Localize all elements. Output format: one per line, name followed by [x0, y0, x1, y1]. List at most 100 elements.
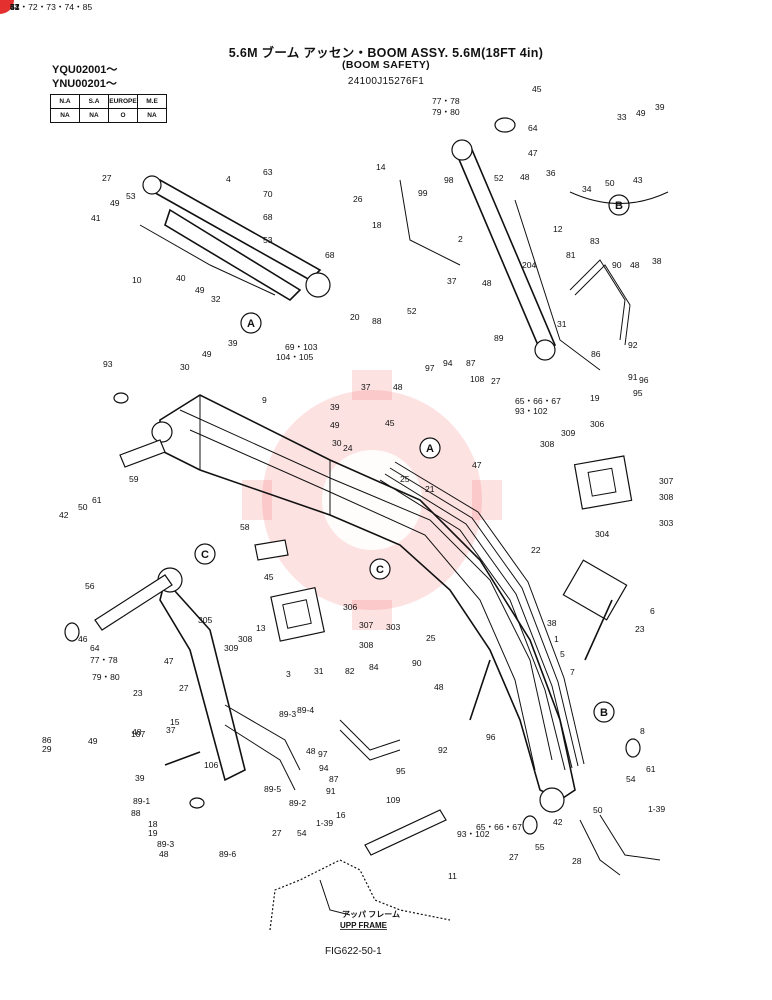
- callout-label: 64: [90, 643, 100, 653]
- callout-label: 19: [590, 393, 600, 403]
- callout-label: 48: [393, 382, 403, 392]
- callout-label: 8: [640, 726, 645, 736]
- ref-marker-a1: A: [240, 312, 262, 334]
- callout-label: 89-5: [264, 784, 281, 794]
- callout-label: 1-39: [316, 818, 333, 828]
- callout-label: 59: [129, 474, 139, 484]
- callout-label: 92: [628, 340, 638, 350]
- figure-number: FIG622-50-1: [325, 946, 382, 957]
- pins-drawing: [64, 117, 641, 856]
- upper-frame-drawing: [269, 859, 451, 931]
- callout-label: 30: [180, 362, 190, 372]
- ref-marker-c1: C: [194, 543, 216, 565]
- callout-label: 27: [272, 828, 282, 838]
- ref-marker-b2-label: B: [600, 707, 608, 719]
- callout-label: 308: [359, 640, 374, 650]
- callout-label: 48: [159, 849, 169, 859]
- callout-label: 53: [263, 235, 273, 245]
- callout-label: 62: [10, 2, 20, 12]
- callout-label: 49: [636, 108, 646, 118]
- callout-label: 97: [318, 749, 328, 759]
- callout-label: 27: [179, 683, 189, 693]
- diagram-subtitle: (BOOM SAFETY): [342, 59, 430, 71]
- callout-label: 56: [85, 581, 95, 591]
- callout-label: 11: [448, 871, 457, 881]
- callout-label: 55: [535, 842, 545, 852]
- callout-label: 64: [528, 123, 538, 133]
- callout-label: 49: [330, 420, 340, 430]
- callout-label: 309: [561, 428, 576, 438]
- callout-label: 24: [343, 443, 353, 453]
- callout-label: 93: [103, 359, 113, 369]
- region-value-sa: NA: [79, 108, 109, 123]
- callout-label: 19: [148, 828, 158, 838]
- callout-label: 89-4: [297, 705, 314, 715]
- callout-label: 81: [566, 250, 576, 260]
- callout-label: 42: [553, 817, 563, 827]
- callout-label: 39: [655, 102, 665, 112]
- callout-label: 23: [635, 624, 645, 634]
- callout-label: 54: [626, 774, 636, 784]
- callout-label: 48: [306, 746, 316, 756]
- callout-label: 104・105: [276, 352, 313, 362]
- callout-label: 68: [325, 250, 335, 260]
- callout-label: 89-6: [219, 849, 236, 859]
- callout-label: 36: [546, 168, 556, 178]
- callout-label: 22: [531, 545, 541, 555]
- callout-label: 91: [326, 786, 336, 796]
- callout-label: 52: [494, 173, 504, 183]
- region-value-na: NA: [50, 108, 80, 123]
- callout-label: 49: [88, 736, 98, 746]
- callout-label: 95: [633, 388, 643, 398]
- callout-label: 34: [582, 184, 592, 194]
- callout-label: 50: [605, 178, 615, 188]
- callout-label: 94: [319, 763, 329, 773]
- callout-label: 33: [617, 112, 627, 122]
- callout-label: 1: [554, 634, 559, 644]
- serial-range-1: YQU02001～: [52, 64, 118, 76]
- callout-label: 41: [91, 213, 101, 223]
- callout-label: 61: [92, 495, 102, 505]
- guard-covers-drawing: [270, 455, 633, 642]
- ref-marker-b1: B: [608, 194, 630, 216]
- callout-label: 27: [491, 376, 501, 386]
- callout-label: 303: [659, 518, 674, 528]
- ref-marker-c1-label: C: [201, 549, 209, 561]
- callout-label: 99: [418, 188, 428, 198]
- callout-label: 308: [540, 439, 555, 449]
- callout-label: 14: [376, 162, 386, 172]
- callout-label: 3: [286, 669, 291, 679]
- ref-marker-a1-label: A: [247, 318, 255, 330]
- callout-label: 107: [131, 729, 146, 739]
- callout-label: 49: [195, 285, 205, 295]
- callout-label: 97: [425, 363, 435, 373]
- upp-frame-jp-label: アッパ フレーム: [342, 909, 400, 919]
- assembly-part-number: 24100J15276F1: [347, 76, 425, 87]
- callout-label: 109: [386, 795, 401, 805]
- callout-label: 49: [202, 349, 212, 359]
- callout-label: 48: [434, 682, 444, 692]
- callout-label: 15: [170, 717, 180, 727]
- callout-label: 87: [329, 774, 339, 784]
- callout-label: 37: [361, 382, 371, 392]
- ref-marker-b2: B: [593, 701, 615, 723]
- callout-label: 5: [560, 649, 565, 659]
- serial-range-2: YNU00201～: [52, 78, 117, 90]
- callout-label: 309: [224, 643, 239, 653]
- callout-label: 52: [407, 306, 417, 316]
- callout-label: 88: [131, 808, 141, 818]
- callout-label: 307: [359, 620, 374, 630]
- callout-label: 27: [102, 173, 112, 183]
- callout-label: 304: [595, 529, 610, 539]
- callout-label: 77・78: [90, 655, 118, 665]
- callout-label: 47: [528, 148, 538, 158]
- callout-label: 13: [256, 623, 266, 633]
- arm-cylinder-drawing: [399, 139, 601, 371]
- callout-label: 45: [264, 572, 274, 582]
- callout-label: 26: [353, 194, 363, 204]
- callout-label: 4: [226, 174, 231, 184]
- callout-label: 94: [443, 358, 453, 368]
- callout-label: 82: [345, 666, 355, 676]
- boom-pipes-drawing: [379, 461, 585, 771]
